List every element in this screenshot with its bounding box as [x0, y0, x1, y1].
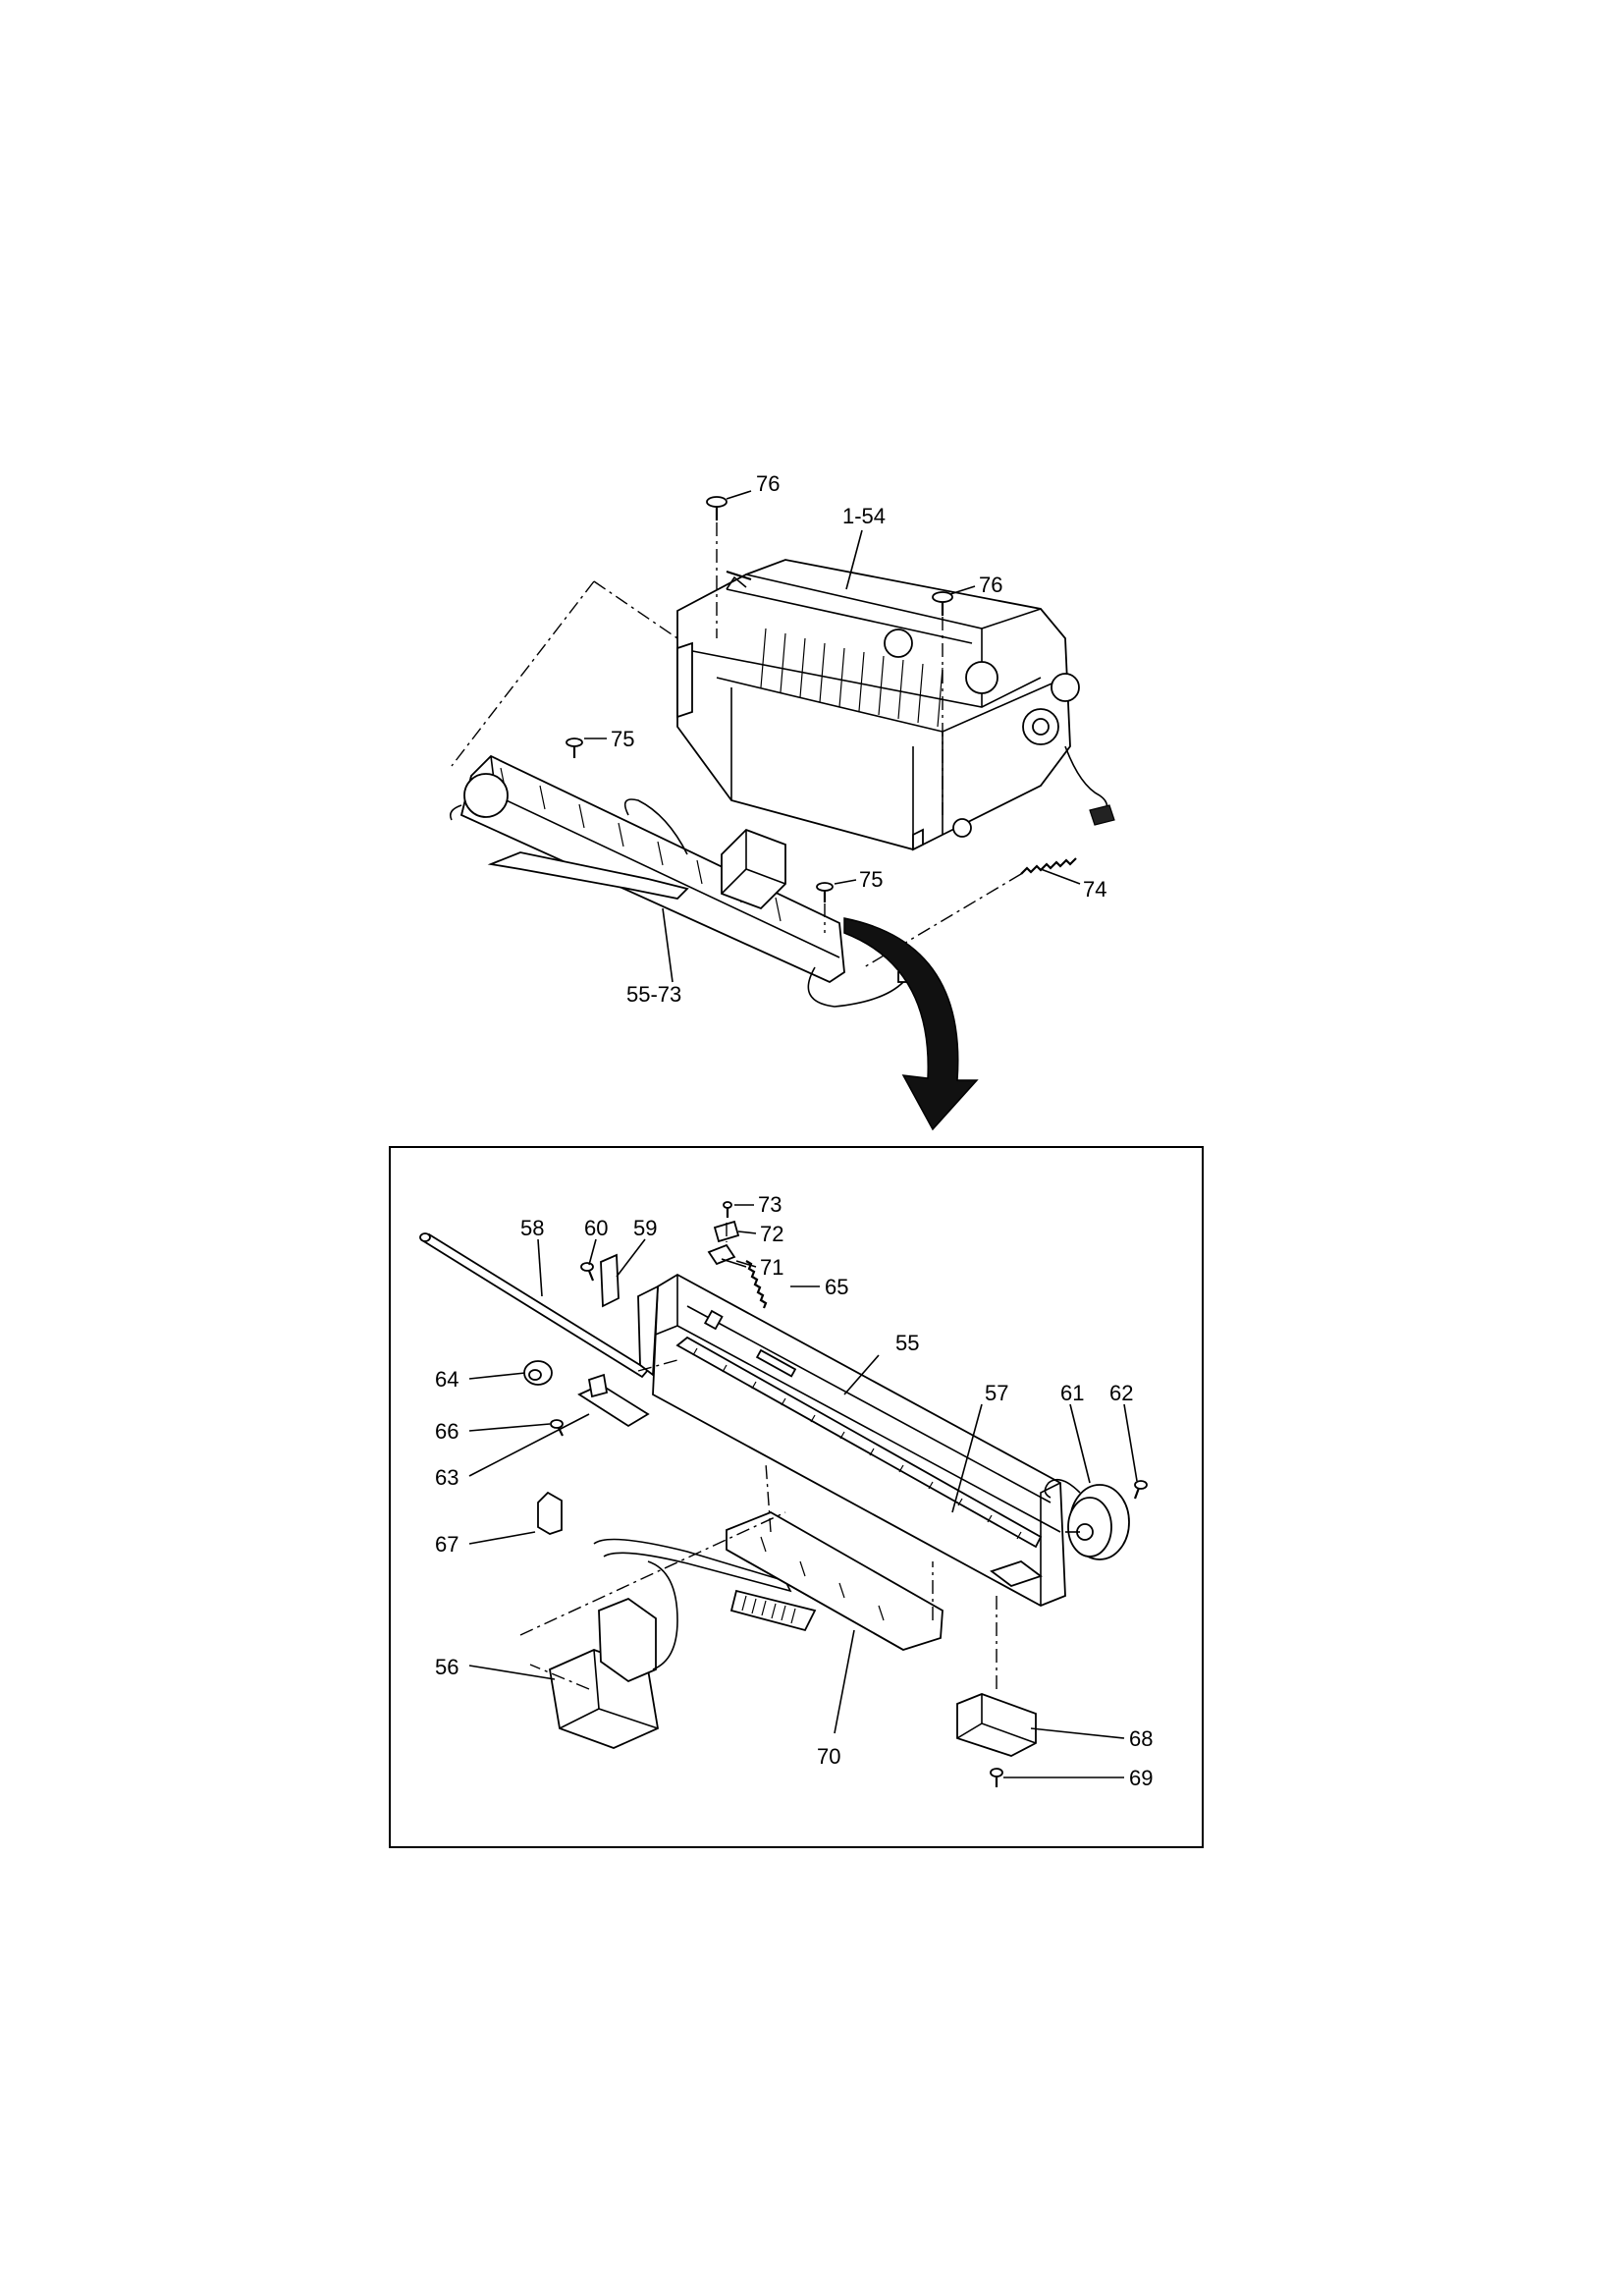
- detail-dash-lines: [519, 1223, 998, 1690]
- screw-76-right: [932, 591, 953, 815]
- callout-74: 74: [1083, 877, 1106, 902]
- callout-69: 69: [1129, 1766, 1153, 1790]
- part-71: [707, 1243, 747, 1268]
- part-73: [723, 1201, 732, 1218]
- callout-75-lower: 75: [859, 867, 883, 892]
- motor-61: [1044, 1478, 1130, 1560]
- callout-70: 70: [817, 1744, 840, 1769]
- callout-61: 61: [1060, 1381, 1084, 1405]
- carriage-assembly: [449, 580, 913, 1008]
- curved-arrow: [843, 917, 979, 1131]
- screw-76-left: [706, 496, 728, 638]
- callout-76-top: 76: [756, 471, 780, 496]
- callout-59: 59: [633, 1216, 657, 1240]
- screw-62: [1133, 1480, 1148, 1500]
- callout-55: 55: [895, 1331, 919, 1355]
- pulley-64: [523, 1360, 553, 1386]
- callout-63: 63: [435, 1465, 458, 1490]
- clip-63: [577, 1373, 650, 1428]
- part-68: [956, 1693, 1037, 1757]
- callout-73: 73: [758, 1192, 782, 1217]
- carriage-56: [548, 1538, 817, 1749]
- detail-box: [389, 1146, 1204, 1848]
- screw-69: [990, 1768, 1003, 1787]
- callout-62: 62: [1109, 1381, 1133, 1405]
- callout-72: 72: [760, 1222, 783, 1246]
- screw-60: [580, 1262, 595, 1282]
- callout-67: 67: [435, 1532, 458, 1557]
- callout-65: 65: [825, 1275, 848, 1299]
- callout-75-upper: 75: [611, 727, 634, 751]
- printer-mechanism: [676, 559, 1115, 851]
- frame-55: [637, 1273, 1066, 1607]
- callout-64: 64: [435, 1367, 458, 1392]
- screw-75-lower: [816, 882, 834, 933]
- callout-57: 57: [985, 1381, 1008, 1405]
- cover-70: [726, 1511, 944, 1651]
- callout-60: 60: [584, 1216, 608, 1240]
- callout-66: 66: [435, 1419, 458, 1444]
- callout-58: 58: [520, 1216, 544, 1240]
- part-67: [537, 1491, 563, 1535]
- callout-labels: 76 1-54 76 75 75 74 55-73 73 72 71 58 60…: [435, 471, 1153, 1790]
- callout-71: 71: [760, 1255, 783, 1280]
- lower-leaders: [468, 1204, 1138, 1778]
- callout-68: 68: [1129, 1726, 1153, 1751]
- screw-75-upper: [566, 738, 583, 758]
- bracket-59: [600, 1253, 620, 1308]
- upper-leaders: [584, 490, 1081, 983]
- spring-65: [745, 1260, 768, 1309]
- callout-1-54: 1-54: [842, 504, 886, 528]
- shaft-58: [419, 1232, 650, 1379]
- callout-56: 56: [435, 1655, 458, 1679]
- callout-76-right: 76: [979, 573, 1002, 597]
- callout-55-73: 55-73: [626, 982, 681, 1007]
- upper-assembly: [449, 490, 1115, 1131]
